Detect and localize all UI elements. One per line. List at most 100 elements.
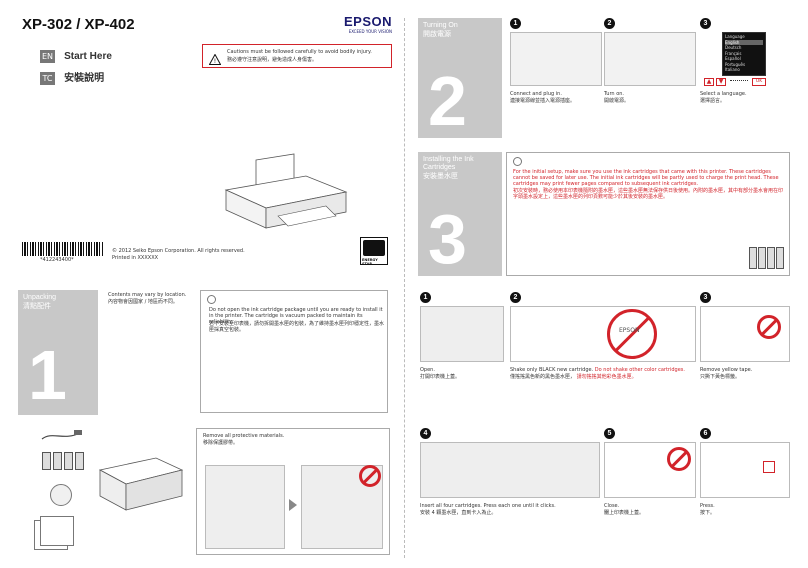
ink-step6-en: Press. [700,503,715,509]
unpacking-title-tc: 清點配件 [23,303,51,310]
unpacking-number: 1 [28,336,67,414]
language-screen: Language English Deutsch Français Españo… [722,32,766,76]
pencil-icon [513,157,522,166]
arrow-right-icon [289,499,297,511]
ink-step4-en: Insert all four cartridges. Press each o… [420,503,556,509]
turning-on-step2-en: Turn on. [604,91,625,97]
printer-small-illustration [96,448,186,518]
ink-step1-num: 1 [420,292,431,303]
language-option[interactable]: Italiano [725,67,740,72]
language-option[interactable]: Deutsch [725,45,742,50]
prohibited-icon [757,315,781,339]
ink-button-icon [763,461,775,473]
cartridge-boxes-illustration [749,245,785,271]
unpacking-note-en: Do not open the ink cartridge package un… [209,307,383,325]
cd-illustration [50,484,72,506]
pencil-icon [207,295,216,304]
manuals-illustration [34,516,74,552]
epson-cartridge-label: EPSON [619,327,640,334]
ink-step2-en-warning: Do not shake other color cartridges. [594,367,685,373]
printed-in: Printed in XXXXXX [112,255,159,261]
model-title: XP-302 / XP-402 [22,16,135,33]
remove-en: Remove all protective materials. [203,433,285,439]
brand-tagline: EXCEED YOUR VISION [348,29,392,34]
ink-step1-tc: 打開印表機上蓋。 [420,374,461,380]
page-fold [404,18,405,558]
language-option[interactable]: Español [725,56,741,61]
unpacking-section: Unpacking 清點配件 1 [18,290,98,415]
turning-on-title-en: Turning On [423,22,458,29]
ink-step3-num: 3 [700,292,711,303]
remove-materials-box: Remove all protective materials. 移除保護膠帶。 [196,428,390,555]
down-arrow-button[interactable]: ▼ [716,78,726,86]
installing-section: Installing the Ink Cartridges 安裝墨水匣 3 [418,152,502,276]
open-cover-photo [420,306,504,362]
insert-cartridges-photo [420,442,600,498]
ink-step3-en: Remove yellow tape. [700,367,753,373]
ink-step3-tc: 只撕下黃色標籤。 [700,374,741,380]
language-option[interactable]: Français [725,50,742,56]
remove-tape-photo-1 [205,465,285,549]
shake-cartridge-photo: EPSON [510,306,696,362]
turning-on-step1-num: 1 [510,18,521,29]
turning-on-step3-num: 3 [700,18,711,29]
ink-step5-tc: 闔上印表機上蓋。 [604,510,645,516]
turning-on-step3-en: Select a language. [700,91,747,97]
caution-en: Cautions must be followed carefully to a… [227,49,372,55]
installing-note: For the initial setup, make sure you use… [506,152,790,276]
copyright: © 2012 Seiko Epson Corporation. All righ… [112,248,245,254]
ok-button[interactable]: OK [752,78,766,86]
contents-tc: 內容物會因國家 / 地區而不同。 [108,299,178,305]
prohibited-icon [359,465,381,487]
turning-on-title-tc: 開啟電源 [423,31,451,38]
installing-title-tc: 安裝墨水匣 [423,173,458,180]
caution-tc: 務必遵守注意說明，避免造成人身傷害。 [227,57,318,63]
ink-step2-en-text: Shake only BLACK new cartridge. [510,367,594,373]
ink-step4-num: 4 [420,428,431,439]
printer-illustration [216,150,356,240]
brand-name: EPSON [343,14,392,29]
turning-on-section: Turning On 開啟電源 2 [418,18,502,138]
energy-star-text: ENERGY STAR [362,258,378,266]
turn-on-photo [604,32,696,86]
lang-en-code: EN [40,50,55,63]
lang-tc-row: TC 安裝說明 [40,66,104,85]
barcode [22,242,104,256]
energy-star-logo: ENERGY STAR [360,237,388,266]
turning-on-step1-tc: 連接電源線並插入電源插座。 [510,98,576,104]
turning-on-step2-tc: 開啟電源。 [604,98,630,104]
lang-tc-title: 安裝說明 [64,73,105,84]
unpacking-note-tc: 若不安裝至印表機，請勿拆開墨水匣的包裝，為了維持墨水匣列印穩定性，墨水匣採真空包… [209,321,385,333]
unpacking-title-en: Unpacking [23,294,57,301]
turning-on-step1-en: Connect and plug in. [510,91,562,97]
ink-cartridges-illustration [42,452,86,472]
lang-en-title: Start Here [64,51,112,62]
installing-title-en: Installing the Ink Cartridges [423,156,474,171]
energy-star-icon [363,240,385,256]
ink-step6-tc: 按下。 [700,510,716,516]
ink-step2-en: Shake only BLACK new cartridge. Do not s… [510,367,685,373]
barcode-text: *412243400* [40,257,74,263]
unpacking-note: Do not open the ink cartridge package un… [200,290,388,413]
close-cover-photo [604,442,696,498]
prohibited-icon [667,447,691,471]
ink-step6-num: 6 [700,428,711,439]
press-button-photo [700,442,790,498]
turning-on-number: 2 [428,62,467,140]
language-option[interactable]: Language [725,34,745,39]
ink-step1-en: Open. [420,367,435,373]
contents-en: Contents may vary by location. [108,292,187,298]
remove-tape-photo [700,306,790,362]
dotted-arrow-icon [730,80,748,81]
ink-step4-tc: 安裝 4 顆墨水匣，直到卡入為止。 [420,510,497,516]
warning-icon: ! [208,50,222,69]
caution-box: ! Cautions must be followed carefully to… [202,44,392,68]
up-arrow-button[interactable]: ▲ [704,78,714,86]
language-option[interactable]: English [725,39,763,45]
ink-step2-tc-text: 僅搖搖黑色新的黑色墨水匣， [510,374,576,380]
ink-step2-tc-warning: 請勿搖搖其他彩色墨水匣。 [576,374,637,380]
prohibited-icon [607,309,657,359]
language-option[interactable]: Português [725,61,746,67]
svg-text:!: ! [214,58,216,65]
installing-note-en: For the initial setup, make sure you use… [513,169,779,187]
